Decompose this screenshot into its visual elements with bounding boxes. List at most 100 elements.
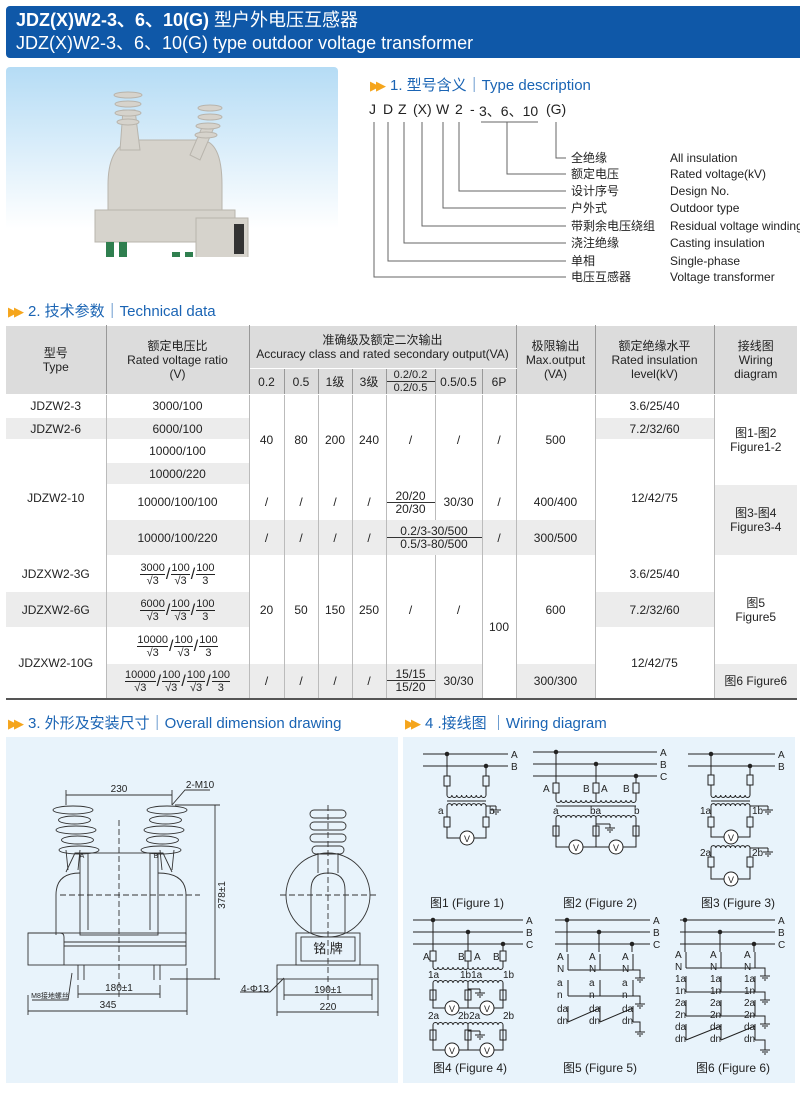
code-letter: 2 bbox=[455, 101, 463, 117]
wiring-label: a bbox=[438, 806, 444, 817]
type-meaning-en: Residual voltage winding bbox=[670, 219, 800, 233]
phase-label: B bbox=[778, 762, 785, 773]
wiring-label: b bbox=[489, 806, 495, 817]
cell-insulation: 3.6/25/40 bbox=[594, 394, 715, 418]
figure-caption: 图3 (Figure 3) bbox=[701, 896, 775, 910]
9: n bbox=[589, 990, 595, 1001]
phase-label: B bbox=[660, 760, 667, 771]
phase-label: A bbox=[778, 750, 785, 761]
cell: / bbox=[351, 484, 387, 520]
cell: 250 bbox=[351, 555, 387, 664]
type-meaning-en: Single-phase bbox=[670, 254, 741, 268]
cell: / bbox=[317, 484, 353, 520]
phase-label: C bbox=[778, 940, 785, 951]
cell: 30/30 bbox=[434, 663, 483, 699]
title-model: JDZ(X)W2-3、6、10(G) bbox=[16, 10, 210, 30]
9: N bbox=[710, 962, 717, 973]
cell: 200 bbox=[317, 394, 353, 485]
cell-insulation: 12/42/75 bbox=[594, 439, 714, 556]
code-letter: (G) bbox=[546, 101, 567, 117]
cell: / bbox=[434, 555, 483, 664]
9: 1n bbox=[675, 986, 686, 997]
title-cn-text: 型户外电压互感器 bbox=[214, 10, 359, 30]
cell: / bbox=[317, 519, 353, 556]
wiring-label: 1a bbox=[700, 806, 712, 817]
cell-type: JDZW2-3 bbox=[6, 394, 107, 418]
9: dn bbox=[589, 1016, 600, 1027]
9: dn bbox=[675, 1034, 686, 1045]
cell-insulation: 7.2/32/60 bbox=[594, 417, 714, 440]
section-wiring: ▶▶4 .接线图 ｜Wiring diagram bbox=[405, 712, 607, 733]
cell: / bbox=[434, 394, 483, 485]
cell: / bbox=[248, 663, 285, 699]
wiring-label: B bbox=[623, 784, 630, 795]
cell: 80 bbox=[283, 394, 319, 485]
table-row: JDZW2-10 10000/100 12/42/75 bbox=[6, 439, 797, 556]
code-letter: Z bbox=[398, 101, 407, 117]
section-type-description: ▶▶1. 型号含义｜Type description bbox=[370, 74, 591, 95]
9: 1a bbox=[428, 970, 440, 981]
9: da bbox=[589, 1004, 601, 1015]
cell: / bbox=[351, 663, 387, 699]
type-meaning-cn: 浇注绝缘 bbox=[571, 236, 620, 250]
cell: / bbox=[283, 663, 319, 699]
9: A bbox=[622, 952, 629, 963]
type-meaning-cn: 设计序号 bbox=[571, 184, 620, 198]
9: dn bbox=[744, 1034, 755, 1045]
voltmeter-icon: V bbox=[449, 1004, 455, 1014]
type-meaning-cn: 全绝缘 bbox=[571, 151, 608, 165]
title-en: JDZ(X)W2-3、6、10(G) type outdoor voltage … bbox=[16, 33, 474, 53]
cell: 150 bbox=[317, 555, 353, 664]
9: N bbox=[589, 964, 596, 975]
wiring-label: ba bbox=[590, 806, 602, 817]
phase-label: B bbox=[778, 928, 785, 939]
voltmeter-icon: V bbox=[613, 843, 619, 853]
wiring-label: 2a bbox=[700, 848, 712, 859]
9: dn bbox=[622, 1016, 633, 1027]
9: 2n bbox=[675, 1010, 686, 1021]
code-letter: - bbox=[470, 101, 475, 117]
type-meaning-en: Voltage transformer bbox=[670, 270, 775, 284]
9: N bbox=[744, 962, 751, 973]
9: 2a bbox=[710, 998, 722, 1009]
arrow-icon: ▶▶ bbox=[8, 304, 24, 319]
figure-caption: 图5 (Figure 5) bbox=[563, 1061, 637, 1075]
type-meaning-en: Design No. bbox=[670, 184, 730, 198]
cell-ratio: 10000/100 bbox=[105, 439, 250, 463]
9: N bbox=[675, 962, 682, 973]
9: da bbox=[744, 1022, 756, 1033]
phase-label: A bbox=[511, 750, 518, 761]
dim-190: 190±1 bbox=[314, 985, 342, 996]
9: da bbox=[557, 1004, 569, 1015]
code-letter: W bbox=[436, 101, 450, 117]
cell: / bbox=[248, 519, 285, 556]
terminal-a: A bbox=[80, 853, 85, 860]
9: 1b1a bbox=[460, 970, 483, 981]
9: n bbox=[557, 990, 563, 1001]
type-meaning-cn: 户外式 bbox=[571, 201, 608, 215]
9: a bbox=[589, 978, 595, 989]
wiring-label: A bbox=[423, 952, 430, 963]
phase-label: A bbox=[526, 916, 533, 927]
col-acc: 3级 bbox=[351, 368, 387, 395]
9: A bbox=[589, 952, 596, 963]
code-letter: J bbox=[369, 101, 376, 117]
phase-label: A bbox=[660, 748, 667, 759]
cell: / bbox=[385, 555, 436, 664]
type-meaning-en: Rated voltage(kV) bbox=[670, 167, 767, 181]
phase-label: A bbox=[653, 916, 660, 927]
